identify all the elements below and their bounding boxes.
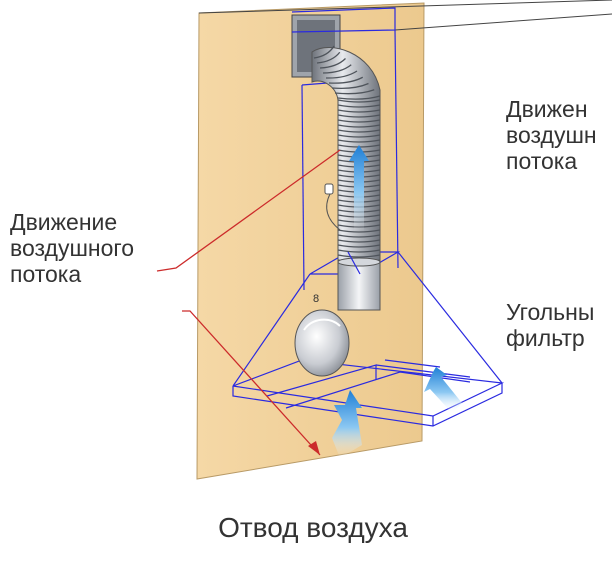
ceiling-line-2 [394,13,612,31]
duct-rib [337,129,381,133]
power-switch [324,183,341,231]
bottom-caption: Отвод воздуха [218,512,408,543]
label-airflow-left-1: Движение [10,209,117,235]
label-airflow-left-2: воздушного [10,235,134,261]
duct-rib [337,119,381,123]
label-carbon-filter: Угольны фильтр [506,299,594,351]
label-airflow-left-3: потока [10,261,81,287]
duct-rib [337,114,381,118]
duct-rib [337,239,381,243]
duct-rib [337,234,381,238]
leader-arrowhead [308,441,320,455]
hood-outline [232,251,505,427]
duct-rib [316,51,341,64]
leader-lines [156,149,341,456]
arrow-in-duct [349,145,369,232]
label-airflow-right-2: воздушн [506,122,597,148]
duct-rib [337,254,381,258]
airflow-arrows [332,145,462,458]
fan-mark: 8 [313,293,319,305]
duct-rib [337,109,381,113]
label-airflow-left: Движение воздушного потока [10,209,134,287]
duct-rib [313,45,335,59]
label-airflow-right-1: Движен [506,96,588,122]
duct-rib [337,139,381,143]
ceiling-line [198,0,612,14]
arrow-under-hood-right [424,367,462,413]
fan-disk [294,309,350,377]
duct-rib [337,244,381,248]
duct-rib [331,82,369,90]
duct-rib [337,124,381,128]
duct-rib [337,95,381,100]
duct-rib [319,58,346,69]
duct-rib [325,70,358,79]
connector-pipe [337,257,381,311]
duct-rib [322,64,352,74]
label-airflow-right: Движен воздушн потока [506,96,597,174]
arrow-under-hood-left [332,390,362,458]
duct-rib [337,134,381,138]
label-airflow-right-3: потока [506,148,577,174]
label-carbon-filter-1: Угольны [506,299,594,325]
duct-rib [337,104,381,108]
duct-rib [337,99,381,103]
label-carbon-filter-2: фильтр [506,325,585,351]
duct-rib [328,76,364,84]
duct-rib [337,249,381,253]
duct-rib [334,89,375,95]
